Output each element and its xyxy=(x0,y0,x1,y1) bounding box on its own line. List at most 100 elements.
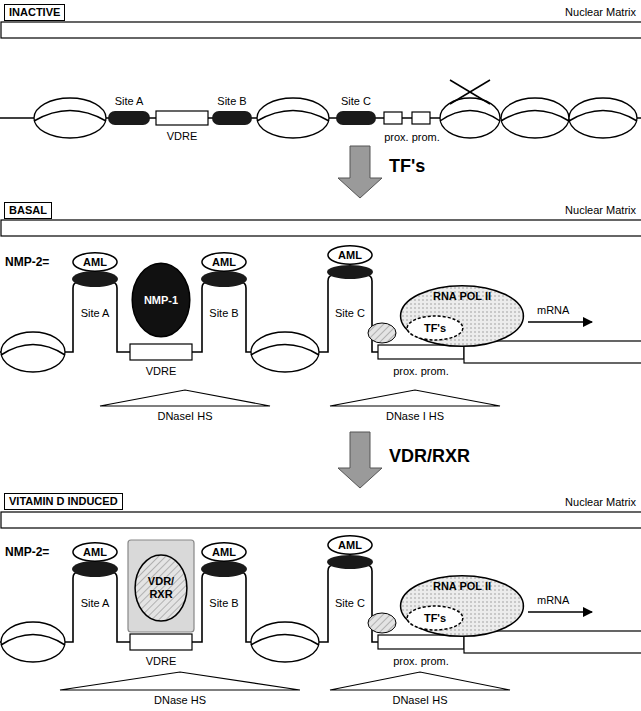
hs-triangle xyxy=(100,390,270,406)
element-label: VDRE xyxy=(145,654,178,668)
oval-shape xyxy=(132,263,190,337)
site-label: Site B xyxy=(208,306,239,320)
hypersensitivity-label: DNase HS xyxy=(153,693,207,707)
aml-protein: AML xyxy=(201,542,247,562)
element-label: VDRE xyxy=(166,129,199,143)
nuclear-matrix-bar xyxy=(1,220,641,236)
site-label: Site C xyxy=(334,306,366,320)
oval-shape xyxy=(328,246,372,264)
node-text: AML xyxy=(338,249,362,262)
element-label: VDRE xyxy=(145,364,178,378)
oval-shape xyxy=(202,253,246,271)
factor-oval xyxy=(368,323,396,343)
hypersensitivity-label: DNaseI HS xyxy=(156,409,213,423)
dna-wrap xyxy=(1,345,65,356)
gene-body xyxy=(464,631,641,653)
node-text: AML xyxy=(338,539,362,552)
nuclear-matrix-bar xyxy=(1,22,641,38)
complex-label: NMP-2= xyxy=(4,545,50,560)
promoter-box xyxy=(384,112,402,124)
arrow-label: VDR/RXR xyxy=(388,446,471,467)
hs-triangle xyxy=(330,390,500,406)
promoter-box xyxy=(378,635,464,649)
node-text: AML xyxy=(83,256,107,269)
node-text: RNA POL II xyxy=(433,290,491,303)
region-label: Nuclear Matrix xyxy=(564,5,637,19)
complex-label: NMP-2= xyxy=(4,255,50,270)
promoter-box xyxy=(412,112,430,124)
dna-wrap xyxy=(440,111,500,122)
node-text: TF's xyxy=(424,612,446,625)
oval-shape xyxy=(328,536,372,554)
node-text: INACTIVE xyxy=(9,6,60,19)
aml-protein: AML xyxy=(72,542,118,562)
aml-protein: AML xyxy=(201,252,247,272)
transition-arrow xyxy=(338,146,382,198)
nucleosome xyxy=(34,98,106,138)
site-label: Site A xyxy=(114,94,145,108)
state-title: INACTIVE xyxy=(4,4,65,21)
element-label: prox. prom. xyxy=(392,654,450,668)
nucleosome xyxy=(1,332,65,372)
nmp2-subunit xyxy=(72,561,118,577)
site-block xyxy=(336,111,376,125)
hs-triangle xyxy=(60,672,300,690)
oval-shape xyxy=(407,316,463,340)
site-label: Site B xyxy=(216,94,247,108)
arrow-label: TF's xyxy=(388,156,426,177)
oval-shape xyxy=(407,606,463,630)
factor-oval xyxy=(368,613,396,633)
element-label: prox. prom. xyxy=(383,130,441,144)
site-block xyxy=(212,111,252,125)
aml-protein: AML xyxy=(327,245,373,265)
node-text: VITAMIN D INDUCED xyxy=(9,495,118,508)
nmp2-subunit xyxy=(72,271,118,287)
nmp2-subunit xyxy=(201,561,247,577)
nucleosome xyxy=(440,98,500,138)
nucleosome xyxy=(501,98,569,138)
nucleosome xyxy=(569,98,637,138)
region-label: Nuclear Matrix xyxy=(564,495,637,509)
state-title: VITAMIN D INDUCED xyxy=(4,493,123,510)
oval-shape xyxy=(401,286,524,347)
hs-triangle xyxy=(330,672,510,690)
cross-mark xyxy=(450,80,490,104)
cross-mark xyxy=(450,80,490,104)
transition-arrow xyxy=(338,432,382,488)
region-label: Nuclear Matrix xyxy=(564,203,637,217)
node-text: AML xyxy=(83,546,107,559)
gene-body xyxy=(464,341,641,363)
node-text: AML xyxy=(212,256,236,269)
oval-shape xyxy=(401,576,524,637)
node-text: TF's xyxy=(424,322,446,335)
dna-wrap xyxy=(34,111,106,122)
nucleosome xyxy=(257,98,329,138)
dna-wrap xyxy=(569,111,637,122)
hypersensitivity-label: DNase I HS xyxy=(385,409,445,423)
site-label: Site A xyxy=(80,306,111,320)
nucleosome xyxy=(251,622,319,662)
node-text: BASAL xyxy=(9,204,47,217)
node-text: NMP-1 xyxy=(144,294,178,307)
site-label: Site C xyxy=(334,596,366,610)
nmp2-subunit xyxy=(327,555,373,569)
dna-wrap xyxy=(501,111,569,122)
vdre-box xyxy=(130,634,192,650)
dna-wrap xyxy=(251,635,319,646)
site-block xyxy=(108,111,150,125)
receptor-box xyxy=(128,540,194,632)
promoter-box xyxy=(378,345,464,359)
node-text: VDR/ RXR xyxy=(148,575,174,601)
vdre-box xyxy=(156,111,208,125)
product-label: mRNA xyxy=(536,303,570,317)
nmp1-protein: NMP-1 xyxy=(131,260,191,340)
transcription-factors: TF's xyxy=(406,315,464,341)
mrna-arrow xyxy=(528,611,592,613)
dna-wrap xyxy=(257,111,329,122)
nucleosome xyxy=(251,332,319,372)
dna-wrap xyxy=(251,345,319,356)
state-title: BASAL xyxy=(4,202,52,219)
rna-polymerase: RNA POL II TF's xyxy=(398,283,526,349)
vdr-rxr-complex: VDR/ RXR xyxy=(134,552,188,624)
